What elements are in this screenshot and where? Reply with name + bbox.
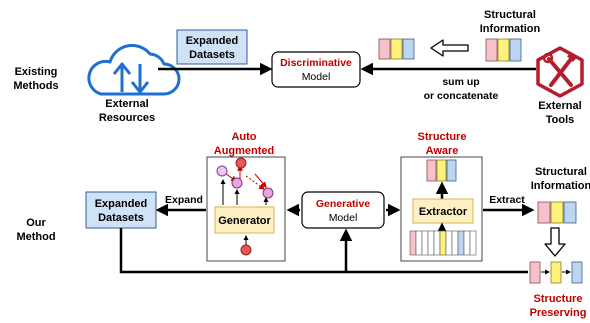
extractor-box [412, 198, 474, 224]
generative-label: Generative [316, 198, 370, 210]
our-method-label-2: Method [16, 231, 55, 243]
auto-augmented-label-1: Auto [231, 131, 256, 143]
structure-preserving-label-2: Preserving [530, 307, 587, 319]
expanded-datasets-box-bottom [85, 191, 157, 229]
generative-model-label: Model [329, 212, 358, 224]
expanded-datasets-bottom-label-1: Expanded [95, 198, 148, 210]
expanded-datasets-top-label-2: Datasets [189, 49, 235, 61]
auto-augmented-label-2: Augmented [214, 145, 275, 157]
structure-preserving-chain [529, 261, 583, 284]
feedback-loop [119, 228, 528, 274]
augmented-graph [216, 157, 274, 256]
external-resources-label-2: Resources [99, 112, 155, 124]
structural-info-segments-bottom [537, 201, 577, 224]
existing-methods-label-1: Existing [15, 66, 58, 78]
expand-label: Expand [165, 194, 203, 206]
structural-info-top-label-1: Structural [484, 9, 536, 21]
structural-info-segments-right [485, 38, 522, 62]
structure-preserving-label-1: Structure [534, 293, 583, 305]
expanded-datasets-bottom-label-2: Datasets [98, 212, 144, 224]
extractor-label: Extractor [419, 206, 468, 218]
generative-model-box [301, 191, 385, 229]
discriminative-label: Discriminative [280, 57, 352, 69]
cloud-upload-download-icon [87, 43, 181, 96]
structure-aware-label-1: Structure [418, 131, 467, 143]
discriminative-model-label: Model [302, 71, 331, 83]
input-sequence-strip [409, 230, 477, 256]
structural-info-bottom-label-2: Information [531, 180, 590, 192]
aware-output-segments [426, 159, 457, 182]
structural-info-top-label-2: Information [480, 23, 541, 35]
extract-label: Extract [489, 194, 525, 206]
tools-hexagon-icon [536, 46, 584, 98]
hollow-left-arrow-icon [430, 39, 469, 57]
combine-note-2: or concatenate [424, 90, 499, 102]
structural-info-bottom-label-1: Structural [535, 166, 587, 178]
expanded-datasets-top-label-1: Expanded [186, 35, 239, 47]
structure-aware-label-2: Aware [426, 145, 459, 157]
external-tools-label-1: External [538, 100, 581, 112]
discriminative-model-box [271, 51, 361, 88]
generator-box [214, 206, 275, 234]
expanded-datasets-box-top [176, 29, 248, 65]
external-resources-label-1: External [105, 98, 148, 110]
combine-note-1: sum up [442, 76, 479, 88]
structural-info-segments-left [378, 38, 415, 60]
generator-label: Generator [218, 215, 271, 227]
hollow-down-arrow-icon [544, 227, 566, 257]
our-method-label-1: Our [26, 217, 46, 229]
external-tools-label-2: Tools [546, 114, 575, 126]
existing-methods-label-2: Methods [13, 80, 58, 92]
